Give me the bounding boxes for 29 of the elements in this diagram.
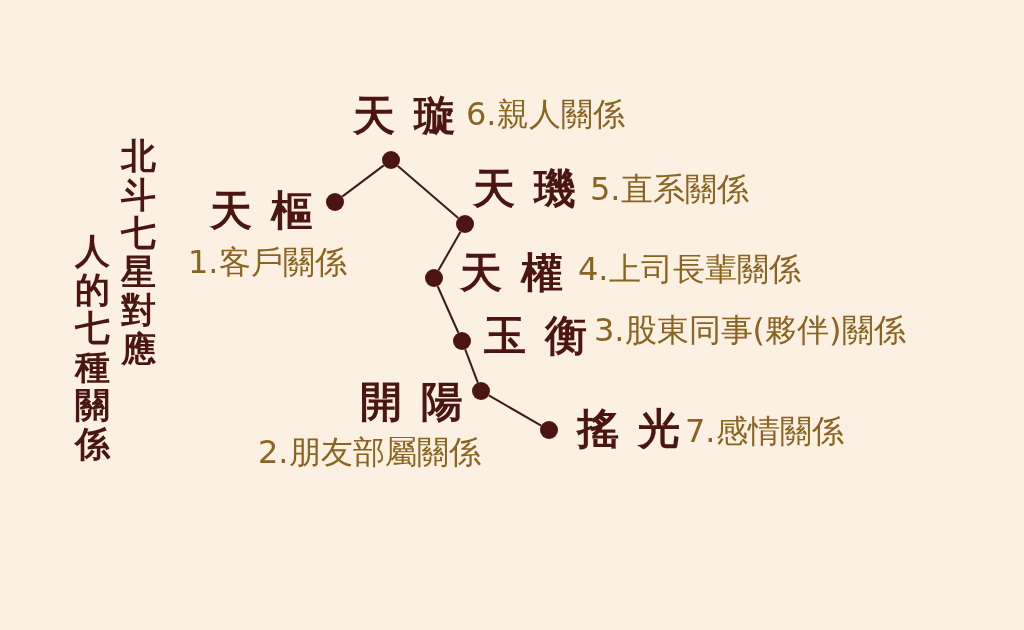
vertical-title: 北斗七星對應 <box>121 137 156 368</box>
connector-line <box>464 348 479 384</box>
relation-label: 6.親人關係 <box>466 98 625 130</box>
vertical-title: 人的七種關係 <box>75 232 110 463</box>
connector-line <box>487 394 543 427</box>
star-name: 搖 光 <box>577 408 680 450</box>
connector-line <box>396 164 460 220</box>
relation-label: 3.股東同事(夥伴)關係 <box>594 314 906 346</box>
relation-label: 1.客戶關係 <box>188 246 347 278</box>
star-dot <box>425 269 443 287</box>
star-name: 開 陽 <box>360 381 463 423</box>
relation-label: 7.感情關係 <box>685 415 844 447</box>
star-dot <box>326 193 344 211</box>
star-dot <box>540 421 558 439</box>
star-name: 天 樞 <box>210 190 313 232</box>
relation-label: 4.上司長輩關係 <box>578 253 801 285</box>
star-name: 玉 衡 <box>484 315 587 357</box>
connector-line <box>437 230 462 272</box>
connector-line <box>436 285 460 334</box>
connector-line <box>341 164 385 198</box>
star-dot <box>453 332 471 350</box>
star-name: 天 權 <box>460 252 563 294</box>
star-dot <box>382 151 400 169</box>
star-dot <box>456 215 474 233</box>
star-name: 天 璣 <box>473 168 576 210</box>
star-name: 天 璇 <box>353 95 456 137</box>
star-dot <box>472 382 490 400</box>
relation-label: 5.直系關係 <box>590 173 749 205</box>
relation-label: 2.朋友部屬關係 <box>258 436 481 468</box>
